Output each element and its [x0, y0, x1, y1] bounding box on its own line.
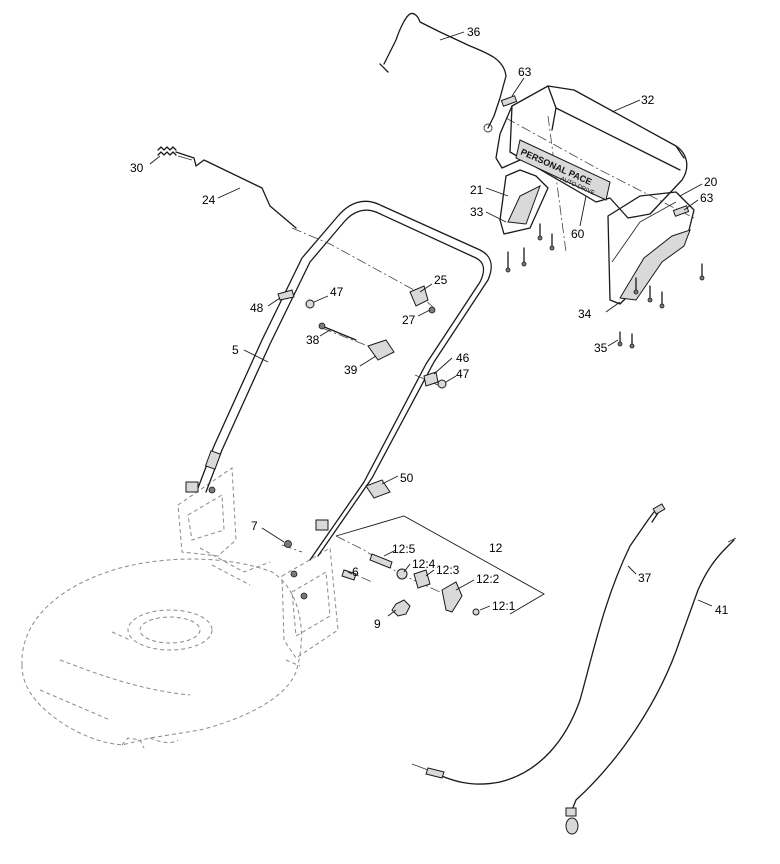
callout-47-lower: 47: [456, 367, 470, 381]
callout-48: 48: [250, 301, 264, 315]
callout-46: 46: [456, 351, 470, 365]
callout-38: 38: [306, 333, 320, 347]
control-housing: PERSONAL PACE AUTO-DRIVE: [495, 85, 695, 305]
callout-25: 25: [434, 273, 448, 287]
callout-63-top: 63: [518, 65, 532, 79]
hardware-parts: [157, 12, 690, 617]
callout-27: 27: [402, 313, 416, 327]
callout-12-3: 12:3: [436, 563, 460, 577]
drive-cables: [411, 503, 737, 835]
callout-35: 35: [594, 341, 608, 355]
callout-24: 24: [202, 193, 216, 207]
callout-36: 36: [467, 25, 481, 39]
callout-21: 21: [470, 183, 484, 197]
callout-5: 5: [232, 343, 239, 357]
callout-12: 12: [489, 541, 503, 555]
callout-63-right: 63: [700, 191, 714, 205]
callout-12-5: 12:5: [392, 542, 416, 556]
callout-39: 39: [344, 363, 358, 377]
alignment-center-lines: [281, 115, 695, 593]
housing-screws: [505, 223, 705, 349]
callout-7: 7: [251, 519, 258, 533]
callout-37: 37: [638, 571, 652, 585]
handle-mount-bracket-right: [281, 547, 339, 667]
mower-deck-outline: [21, 558, 302, 749]
callout-41: 41: [715, 603, 729, 617]
leader-lines: [149, 31, 713, 617]
callout-labels: 36 63 32 30 24 21 20 63 33 60 25 48 47 2…: [130, 25, 729, 631]
callout-50: 50: [400, 471, 414, 485]
callout-12-4: 12:4: [412, 557, 436, 571]
callout-32: 32: [641, 93, 655, 107]
callout-34: 34: [578, 307, 592, 321]
callout-6: 6: [352, 565, 359, 579]
callout-9: 9: [374, 617, 381, 631]
callout-60: 60: [571, 227, 585, 241]
brand-label: PERSONAL PACE: [519, 147, 593, 187]
handle-mount-bracket-left: [177, 467, 271, 586]
callout-30: 30: [130, 161, 144, 175]
callout-20: 20: [704, 175, 718, 189]
callout-47-upper: 47: [330, 285, 344, 299]
callout-12-2: 12:2: [476, 572, 500, 586]
callout-33: 33: [470, 205, 484, 219]
handle-assembly: [185, 200, 492, 600]
callout-12-1: 12:1: [492, 599, 516, 613]
